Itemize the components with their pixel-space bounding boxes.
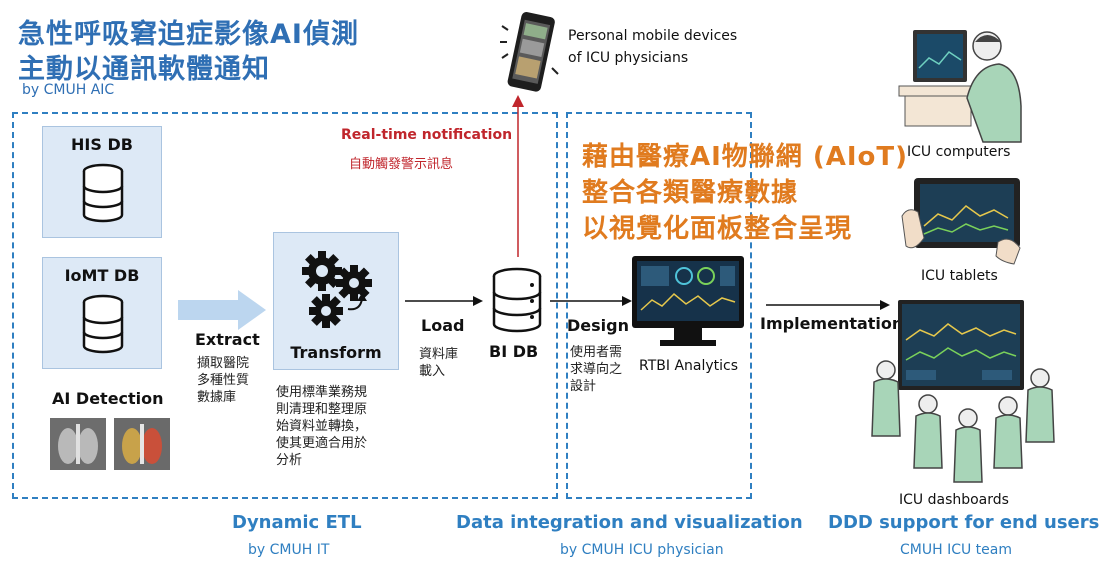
design-label: Design	[567, 316, 629, 335]
mobile-label-2: of ICU physicians	[568, 50, 689, 66]
load-zh-2: 載入	[419, 364, 446, 379]
etl-section-sub: by CMUH IT	[248, 542, 330, 558]
extract-zh-2: 多種性質	[197, 373, 250, 388]
database-icon	[82, 294, 124, 354]
extract-label: Extract	[195, 330, 260, 349]
notification-zh: 自動觸發警示訊息	[349, 157, 454, 172]
icu-tablets-label: ICU tablets	[921, 268, 998, 284]
title-line-2: 主動以通訊軟體通知	[18, 54, 270, 85]
transform-zh-5: 分析	[276, 453, 303, 468]
transform-label: Transform	[290, 343, 382, 362]
design-arrow	[550, 296, 632, 306]
rtbi-label: RTBI Analytics	[639, 358, 739, 374]
iomt-db-panel: IoMT DB	[42, 257, 162, 369]
mobile-label-1: Personal mobile devices	[568, 28, 738, 44]
implementation-arrow	[766, 300, 890, 310]
integration-section-box	[566, 112, 752, 499]
database-icon	[82, 163, 124, 223]
transform-zh-1: 使用標準業務規	[276, 385, 368, 400]
icu-computers-label: ICU computers	[907, 144, 1011, 160]
implementation-label: Implementation	[760, 314, 904, 333]
bi-db-label: BI DB	[489, 342, 539, 361]
title-line-1: 急性呼吸窘迫症影像AI偵測	[18, 19, 359, 50]
notification-en: Real-time notification	[341, 127, 513, 143]
computer-user-illustration	[898, 30, 1022, 143]
design-zh-2: 求導向之	[570, 362, 623, 377]
design-zh-3: 設計	[570, 379, 597, 394]
design-zh-1: 使用者需	[570, 345, 623, 360]
ddd-section-title: DDD support for end users	[828, 512, 1100, 533]
extract-zh-3: 數據庫	[197, 390, 237, 405]
aiot-line-3: 以視覺化面板整合呈現	[582, 214, 853, 244]
extract-zh-1: 擷取醫院	[197, 356, 250, 371]
load-zh-1: 資料庫	[419, 347, 459, 362]
dashboard-team-illustration	[871, 300, 1055, 483]
header-byline: by CMUH AIC	[22, 82, 115, 98]
aiot-line-2: 整合各類醫療數據	[582, 178, 799, 208]
his-db-label: HIS DB	[71, 135, 133, 154]
his-db-panel: HIS DB	[42, 126, 162, 238]
iomt-db-label: IoMT DB	[64, 266, 140, 285]
ddd-section-sub: CMUH ICU team	[900, 542, 1012, 558]
ai-detection-label: AI Detection	[52, 389, 164, 408]
integration-section-sub: by CMUH ICU physician	[560, 542, 724, 558]
monitor-icon	[632, 256, 744, 346]
tablet-illustration	[901, 178, 1021, 265]
icu-dashboards-label: ICU dashboards	[899, 492, 1009, 508]
transform-panel: Transform	[273, 232, 399, 370]
xray-images	[50, 418, 170, 470]
aiot-line-1: 藉由醫療AI物聯網 (AIoT)	[582, 142, 909, 172]
etl-section-title: Dynamic ETL	[232, 512, 362, 533]
etl-section-box	[12, 112, 558, 499]
integration-section-title: Data integration and visualization	[456, 512, 803, 533]
database-icon	[492, 267, 542, 333]
transform-zh-3: 始資料並轉換，	[276, 419, 368, 434]
gears-icon	[302, 251, 372, 328]
load-label: Load	[421, 316, 465, 335]
notification-arrow	[512, 95, 524, 257]
transform-zh-4: 使其更適合用於	[276, 436, 368, 451]
extract-arrow	[178, 290, 266, 330]
transform-zh-2: 則清理和整理原	[276, 402, 368, 417]
mobile-phone-icon	[500, 12, 559, 92]
load-arrow	[405, 296, 483, 306]
